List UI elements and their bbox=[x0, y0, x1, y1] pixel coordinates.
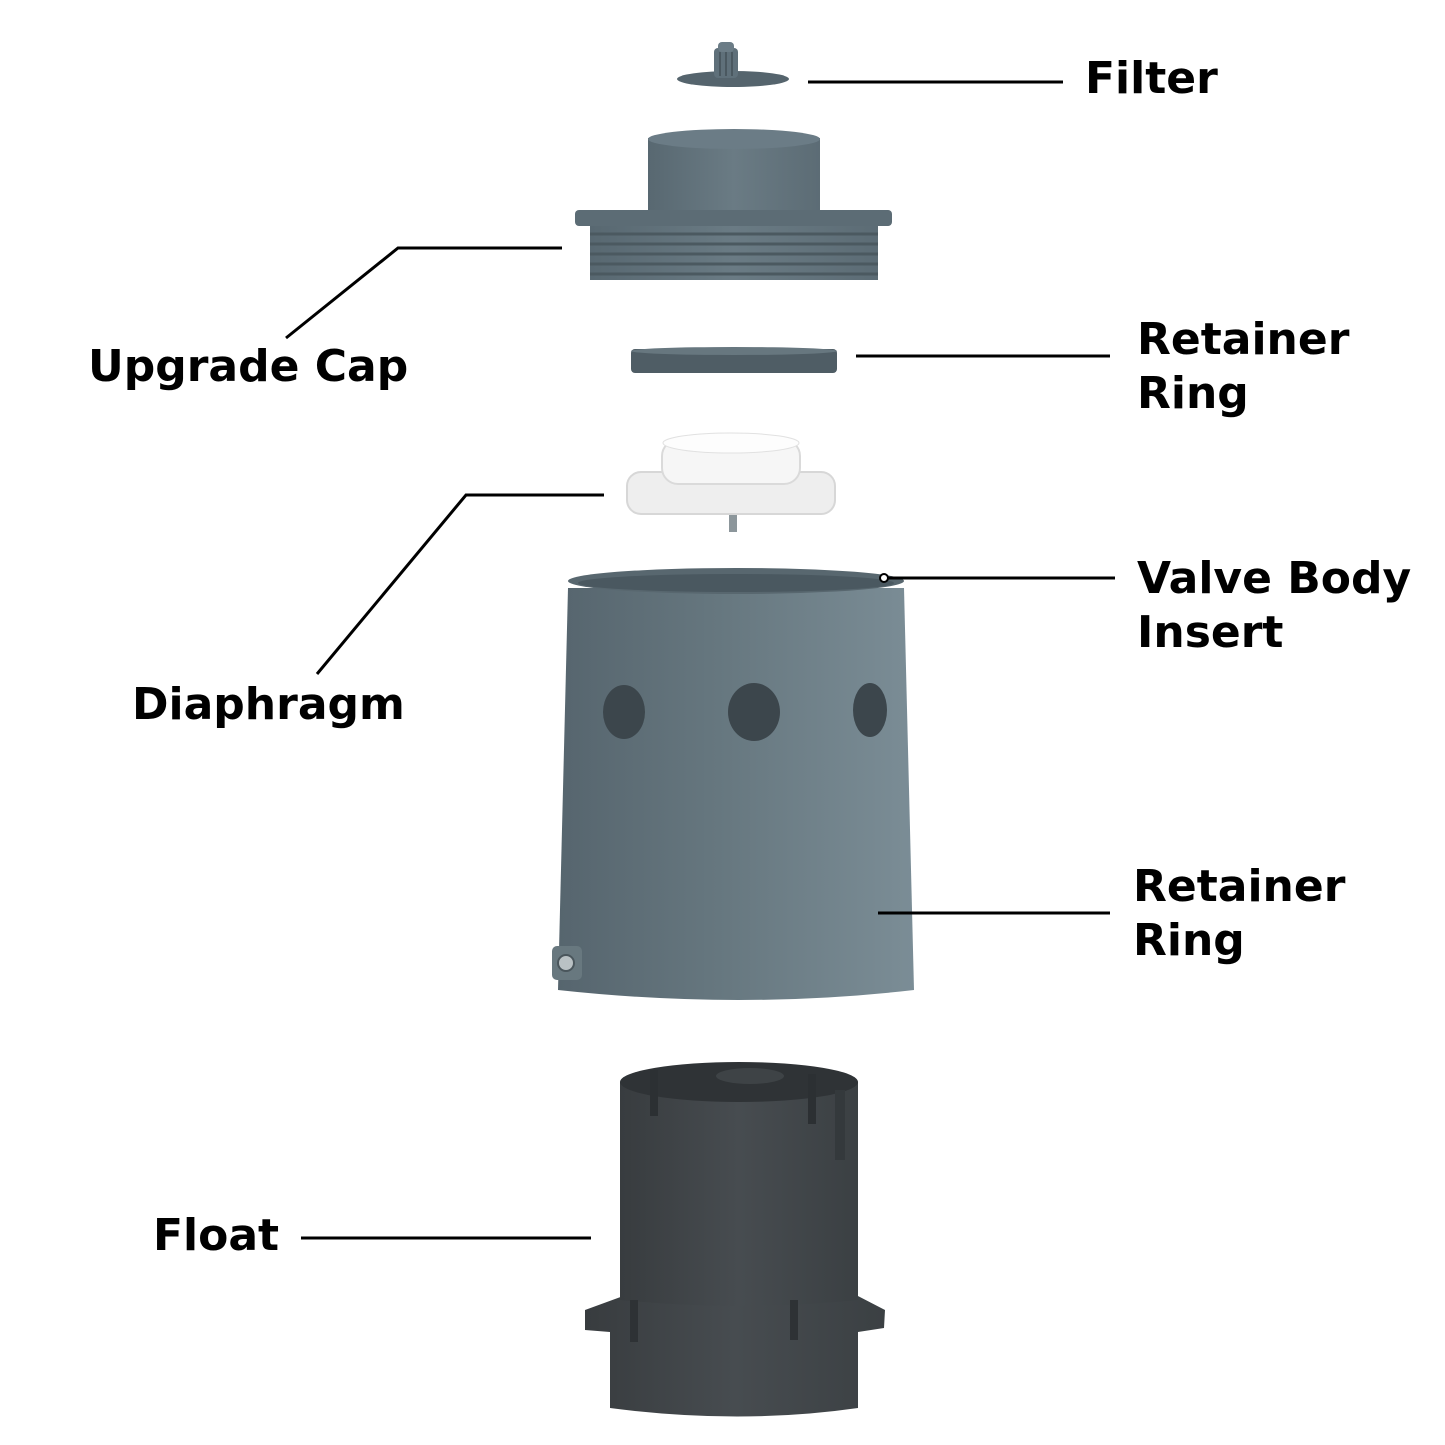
label-retainer-ring-top-line1: Retainer bbox=[1137, 314, 1350, 365]
valve-body-pointer-dot bbox=[879, 573, 889, 583]
label-retainer-ring-bottom-line1: Retainer bbox=[1133, 861, 1346, 912]
label-upgrade-cap: Upgrade Cap bbox=[88, 340, 408, 394]
label-valve-body-insert-line2: Insert bbox=[1137, 607, 1284, 658]
label-retainer-ring-bottom-line2: Ring bbox=[1133, 915, 1245, 966]
label-float-text: Float bbox=[153, 1210, 280, 1261]
upgrade-cap-part bbox=[575, 129, 892, 280]
label-retainer-ring-top: Retainer Ring bbox=[1137, 313, 1349, 421]
filter-part bbox=[677, 42, 789, 87]
leader-upgrade-cap bbox=[285, 246, 562, 340]
label-valve-body-insert-line1: Valve Body bbox=[1137, 553, 1412, 604]
label-retainer-ring-top-line2: Ring bbox=[1137, 368, 1249, 419]
label-filter: Filter bbox=[1085, 52, 1218, 106]
label-diaphragm: Diaphragm bbox=[132, 678, 405, 732]
float-part bbox=[585, 1062, 885, 1417]
leader-diaphragm bbox=[315, 493, 604, 675]
diaphragm-part bbox=[626, 432, 836, 532]
valve-body-part bbox=[552, 568, 914, 1000]
label-filter-text: Filter bbox=[1085, 53, 1218, 104]
label-diaphragm-text: Diaphragm bbox=[132, 679, 405, 730]
label-valve-body-insert: Valve Body Insert bbox=[1137, 552, 1411, 660]
retainer-ring-top-part bbox=[631, 347, 837, 373]
label-upgrade-cap-text: Upgrade Cap bbox=[88, 341, 409, 392]
label-retainer-ring-bottom: Retainer Ring bbox=[1133, 860, 1345, 968]
leader-lines bbox=[285, 80, 1115, 1240]
label-float: Float bbox=[153, 1209, 279, 1263]
